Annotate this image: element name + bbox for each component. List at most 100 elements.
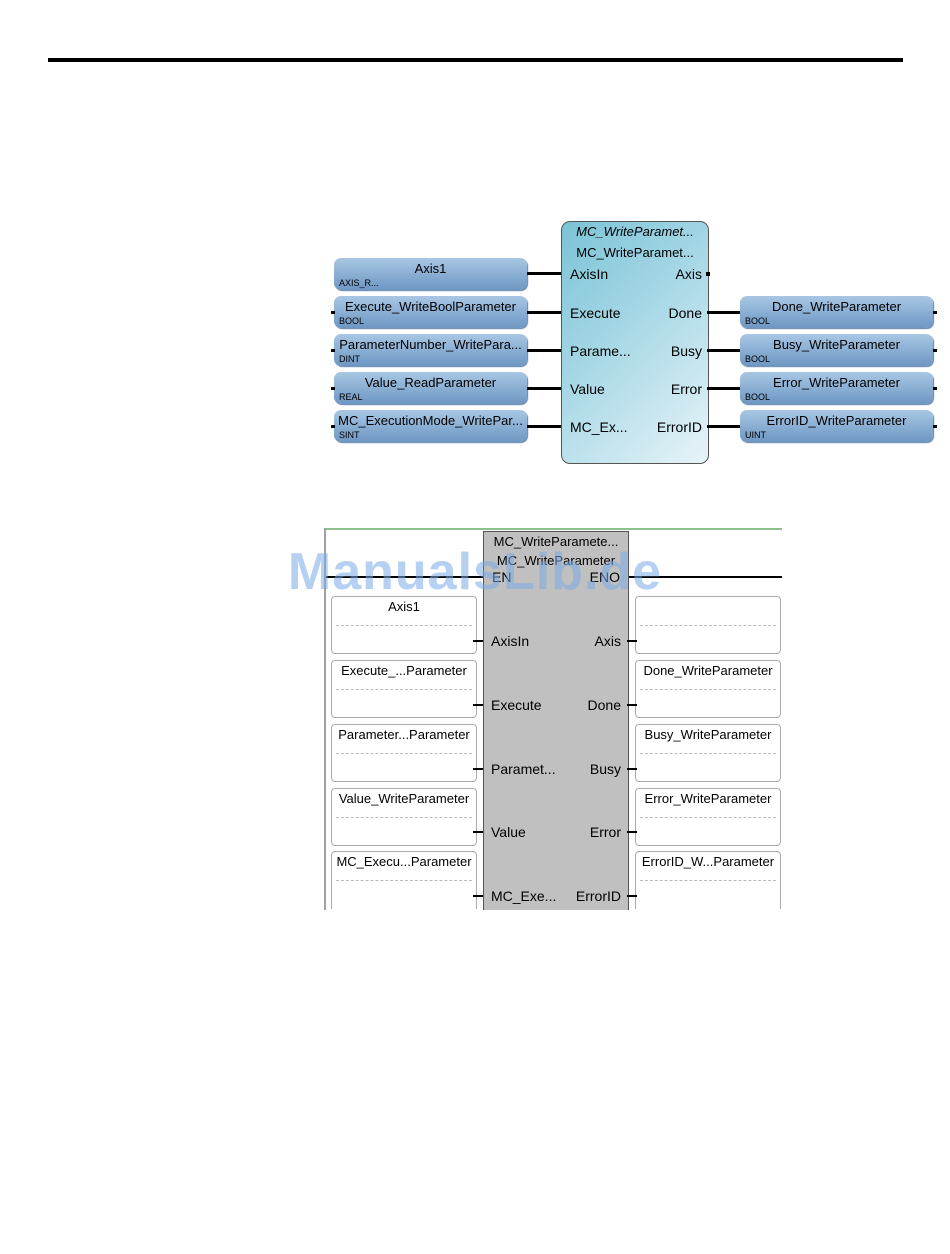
pin-error[interactable]: Error bbox=[670, 381, 702, 397]
var-name: MC_ExecutionMode_WritePar... bbox=[338, 413, 523, 428]
wire bbox=[473, 704, 483, 706]
var-name: Axis1 bbox=[414, 261, 447, 276]
var-name: ParameterNumber_WritePara... bbox=[339, 337, 522, 352]
pin-value[interactable]: Value bbox=[491, 824, 526, 840]
ld-input-box-execute[interactable]: Execute_...Parameter bbox=[331, 660, 477, 718]
box-label: Done_WriteParameter bbox=[643, 663, 773, 678]
wire bbox=[627, 831, 637, 833]
pin-execute[interactable]: Execute bbox=[570, 305, 621, 321]
wire bbox=[527, 272, 561, 275]
output-stub bbox=[933, 387, 937, 390]
var-type: BOOL bbox=[745, 354, 771, 364]
rung-frame-top bbox=[324, 528, 782, 530]
fbd-output-var-done[interactable]: Done_WriteParameter BOOL bbox=[740, 296, 933, 328]
ld-diagram: MC_WriteParamete... MC_WriteParameter EN… bbox=[324, 528, 782, 910]
var-name: Execute_WriteBoolParameter bbox=[344, 299, 516, 314]
ld-output-box-axis[interactable] bbox=[635, 596, 781, 654]
pin-errorid[interactable]: ErrorID bbox=[656, 419, 702, 435]
var-type: BOOL bbox=[745, 392, 771, 402]
fbd-input-var-parameter-number[interactable]: ParameterNumber_WritePara... DINT bbox=[334, 334, 527, 366]
block-instance-name: MC_WriteParamet... bbox=[576, 245, 694, 260]
var-type: REAL bbox=[339, 392, 363, 402]
ld-input-box-parameter-number[interactable]: Parameter...Parameter bbox=[331, 724, 477, 782]
pin-parameter-number[interactable]: Paramet... bbox=[491, 761, 556, 777]
box-label: Execute_...Parameter bbox=[341, 663, 467, 678]
var-type: BOOL bbox=[339, 316, 365, 326]
box-divider bbox=[336, 880, 472, 881]
pin-busy[interactable]: Busy bbox=[589, 761, 621, 777]
ld-output-box-errorid[interactable]: ErrorID_W...Parameter bbox=[635, 851, 781, 909]
left-power-rail bbox=[324, 528, 326, 910]
var-name: ErrorID_WriteParameter bbox=[766, 413, 907, 428]
fbd-function-block[interactable]: MC_WriteParamet... MC_WriteParamet... Ax… bbox=[561, 221, 709, 464]
output-stub bbox=[933, 349, 937, 352]
pin-error[interactable]: Error bbox=[589, 824, 621, 840]
ld-input-box-axis[interactable]: Axis1 bbox=[331, 596, 477, 654]
fbd-output-var-error[interactable]: Error_WriteParameter BOOL bbox=[740, 372, 933, 404]
axis-output-stub bbox=[706, 272, 710, 276]
pin-parameter-number[interactable]: Parame... bbox=[570, 343, 631, 359]
fbd-output-var-busy[interactable]: Busy_WriteParameter BOOL bbox=[740, 334, 933, 366]
box-label: Axis1 bbox=[388, 599, 420, 614]
wire bbox=[627, 895, 637, 897]
input-stub bbox=[331, 349, 335, 352]
ld-output-box-done[interactable]: Done_WriteParameter bbox=[635, 660, 781, 718]
watermark: ManualsLib.de bbox=[287, 543, 663, 601]
var-name: Error_WriteParameter bbox=[773, 375, 900, 390]
var-name: Done_WriteParameter bbox=[771, 299, 902, 314]
var-type: DINT bbox=[339, 354, 360, 364]
wire bbox=[527, 311, 561, 314]
pin-en[interactable]: EN bbox=[492, 569, 512, 585]
pin-execution-mode[interactable]: MC_Exe... bbox=[491, 888, 557, 904]
box-divider bbox=[640, 689, 776, 690]
pin-axis[interactable]: Axis bbox=[675, 266, 702, 282]
pin-value[interactable]: Value bbox=[570, 381, 605, 397]
wire bbox=[627, 768, 637, 770]
fbd-input-var-execute[interactable]: Execute_WriteBoolParameter BOOL bbox=[334, 296, 527, 328]
ld-output-box-error[interactable]: Error_WriteParameter bbox=[635, 788, 781, 846]
fbd-input-var-execution-mode[interactable]: MC_ExecutionMode_WritePar... SINT bbox=[334, 410, 527, 442]
pin-execute[interactable]: Execute bbox=[491, 697, 542, 713]
var-type: SINT bbox=[339, 430, 360, 440]
box-label: Busy_WriteParameter bbox=[644, 727, 772, 742]
pin-errorid[interactable]: ErrorID bbox=[575, 888, 621, 904]
box-divider bbox=[336, 625, 472, 626]
pin-done[interactable]: Done bbox=[668, 305, 702, 321]
wire bbox=[527, 349, 561, 352]
box-divider bbox=[640, 625, 776, 626]
wire bbox=[627, 704, 637, 706]
input-stub bbox=[331, 425, 335, 428]
ld-function-block[interactable]: MC_WriteParamete... MC_WriteParameter EN… bbox=[483, 531, 629, 910]
pin-eno[interactable]: ENO bbox=[589, 569, 620, 585]
fbd-input-var-value[interactable]: Value_ReadParameter REAL bbox=[334, 372, 527, 404]
box-divider bbox=[640, 880, 776, 881]
wire bbox=[527, 387, 561, 390]
ld-input-box-value[interactable]: Value_WriteParameter bbox=[331, 788, 477, 846]
box-divider bbox=[640, 753, 776, 754]
pin-axisin[interactable]: AxisIn bbox=[570, 266, 609, 282]
block-type-name: MC_WriteParamet... bbox=[576, 224, 694, 239]
fbd-input-var-axis[interactable]: Axis1 AXIS_R... bbox=[334, 258, 527, 290]
box-label: ErrorID_W...Parameter bbox=[641, 854, 775, 869]
block-instance-name: MC_WriteParameter bbox=[496, 553, 616, 568]
wire bbox=[473, 831, 483, 833]
ld-output-box-busy[interactable]: Busy_WriteParameter bbox=[635, 724, 781, 782]
en-rung-wire bbox=[326, 576, 483, 578]
box-label: Value_WriteParameter bbox=[338, 791, 470, 806]
var-type: UINT bbox=[745, 430, 766, 440]
pin-done[interactable]: Done bbox=[587, 697, 621, 713]
wire bbox=[707, 387, 740, 390]
wire bbox=[527, 425, 561, 428]
ld-input-box-execution-mode[interactable]: MC_Execu...Parameter bbox=[331, 851, 477, 909]
wire bbox=[707, 425, 740, 428]
pin-busy[interactable]: Busy bbox=[670, 343, 702, 359]
pin-axis[interactable]: Axis bbox=[594, 633, 621, 649]
box-divider bbox=[336, 689, 472, 690]
input-stub bbox=[331, 311, 335, 314]
wire bbox=[473, 640, 483, 642]
pin-execution-mode[interactable]: MC_Ex... bbox=[570, 419, 628, 435]
var-name: Busy_WriteParameter bbox=[773, 337, 900, 352]
box-divider bbox=[336, 817, 472, 818]
fbd-output-var-errorid[interactable]: ErrorID_WriteParameter UINT bbox=[740, 410, 933, 442]
pin-axisin[interactable]: AxisIn bbox=[491, 633, 530, 649]
